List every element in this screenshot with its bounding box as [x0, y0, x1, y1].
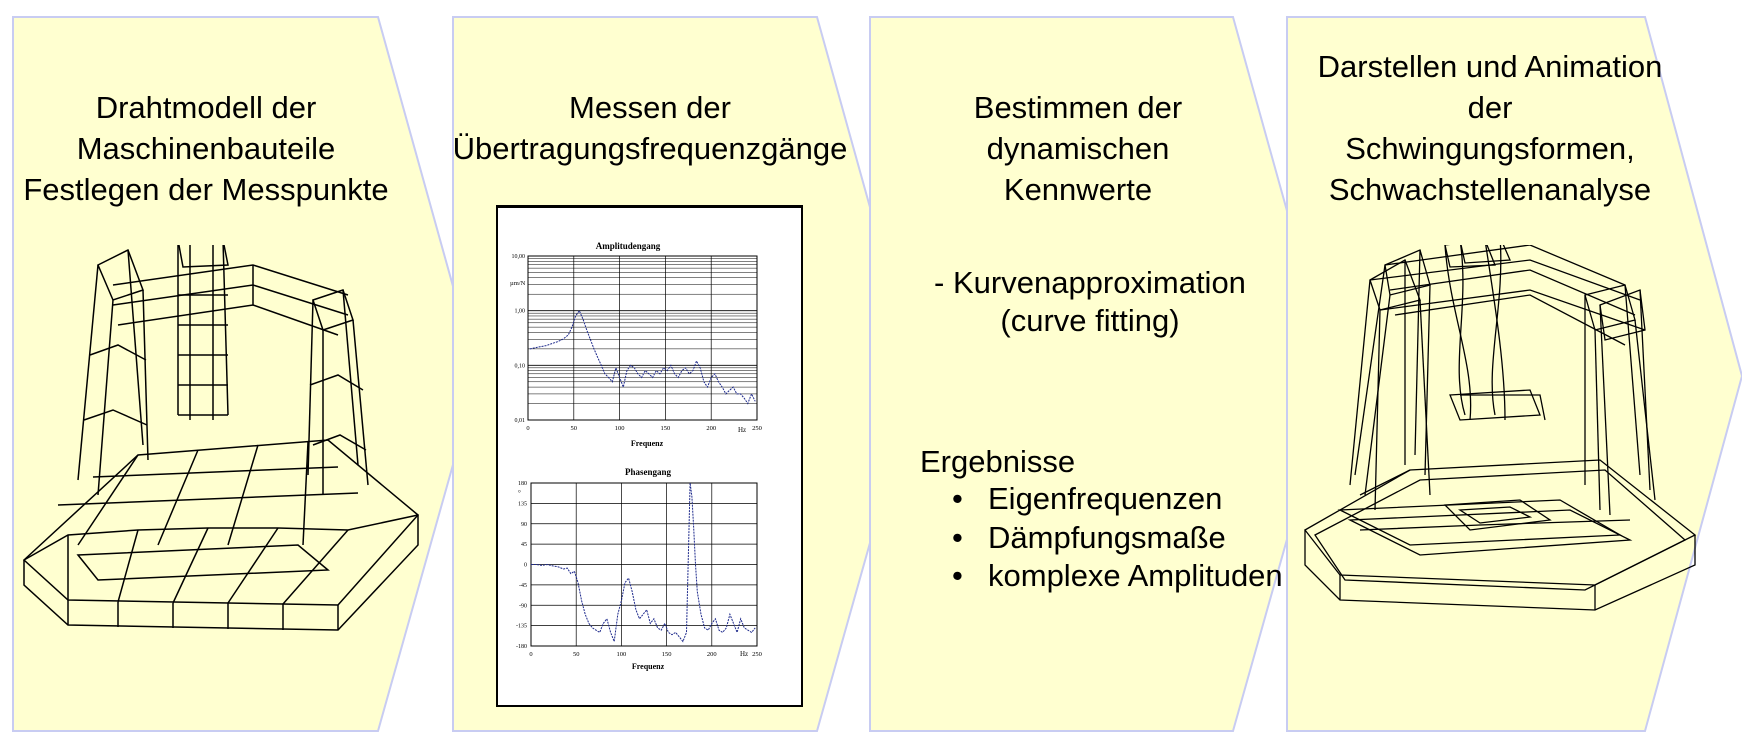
machine-wireframe-model: [22, 245, 420, 631]
amp-y-tick-label: 1,00: [515, 309, 526, 315]
title-line: Maschinenbauteile: [76, 131, 336, 166]
title-line: Schwachstellenanalyse: [1328, 172, 1652, 207]
step-1-title: Drahtmodell der Maschinenbauteile Festle…: [6, 87, 406, 210]
method-line: - Kurvenapproximation: [934, 265, 1246, 300]
phase-y-tick-label: -135: [516, 624, 527, 630]
phase-xlabel: Frequenz: [632, 662, 665, 671]
phase-y-tick-label: 0: [524, 563, 527, 569]
phase-x-tick-label: 100: [617, 651, 627, 658]
title-line: dynamischen: [986, 131, 1170, 166]
phase-x-tick-label: 50: [573, 651, 580, 658]
frequency-response-plots: Amplitudengang µm/N 10,00 1,00 0,10 0,01 0 5…: [496, 205, 803, 707]
amp-plot-frame: [527, 255, 758, 421]
amp-x-tick-label: 250: [752, 425, 762, 432]
step-2-title: Messen der Übertragungsfrequenzgänge: [435, 87, 865, 169]
title-line: Kennwerte: [1003, 172, 1153, 207]
amp-x-tick-label: 0: [526, 425, 529, 432]
amp-x-tick-label: 50: [571, 425, 578, 432]
phase-chart-title: Phasengang: [625, 467, 672, 477]
amp-x-unit: Hz: [738, 426, 746, 434]
title-line: Drahtmodell der: [95, 90, 317, 125]
amp-x-tick-label: 200: [706, 425, 716, 432]
title-line: Schwingungsformen,: [1345, 131, 1635, 166]
amp-y-unit: µm/N: [510, 280, 526, 287]
amp-series-line: [529, 309, 756, 405]
step-3-title: Bestimmen der dynamischen Kennwerte: [878, 87, 1278, 210]
title-line: Darstellen und Animation: [1317, 49, 1663, 84]
phase-y-tick-label: 90: [521, 522, 527, 528]
results-list: Eigenfrequenzen Dämpfungsmaße komplexe A…: [952, 480, 1283, 596]
amp-x-tick-label: 100: [615, 425, 625, 432]
phase-y-tick-label: 135: [518, 501, 527, 507]
curve-fitting-method: - Kurvenapproximation (curve fitting): [900, 264, 1280, 340]
phase-y-tick-label: -90: [519, 603, 527, 609]
title-line: Bestimmen der: [973, 90, 1183, 125]
amp-y-tick-label: 0,01: [515, 418, 526, 424]
title-line: der: [1467, 90, 1513, 125]
amp-y-tick-label: 0,10: [515, 363, 526, 369]
amp-y-tick-label: 10,00: [512, 254, 526, 260]
phase-y-tick-label: 180: [518, 481, 527, 487]
results-heading: Ergebnisse: [920, 444, 1076, 479]
phase-x-tick-label: 0: [529, 651, 532, 658]
result-item: komplexe Amplituden: [952, 557, 1283, 596]
amp-x-tick-label: 150: [661, 425, 671, 432]
mode-shape-animation-wireframe: [1304, 245, 1697, 611]
phase-series-line: [531, 482, 756, 644]
amp-xlabel: Frequenz: [631, 439, 664, 448]
title-line: Festlegen der Messpunkte: [23, 172, 389, 207]
method-line: (curve fitting): [1000, 303, 1180, 338]
title-line: Messen der: [569, 90, 731, 125]
step-4-title: Darstellen und Animation der Schwingungs…: [1290, 46, 1690, 210]
result-item: Eigenfrequenzen: [952, 480, 1283, 519]
phase-y-tick-label: -45: [519, 583, 527, 589]
phase-x-unit: Hz: [740, 650, 748, 658]
phase-x-tick-label: 150: [662, 651, 672, 658]
phase-y-tick-label: -180: [516, 644, 527, 650]
title-line: Übertragungsfrequenzgänge: [452, 131, 848, 166]
phase-y-tick-label: 45: [521, 542, 527, 548]
amp-chart-title: Amplitudengang: [596, 241, 661, 251]
step-4-chevron: [1286, 16, 1742, 732]
phase-x-tick-label: 200: [707, 651, 717, 658]
phase-x-tick-label: 250: [752, 651, 762, 658]
result-item: Dämpfungsmaße: [952, 519, 1283, 558]
phase-y-unit: °: [518, 489, 521, 497]
